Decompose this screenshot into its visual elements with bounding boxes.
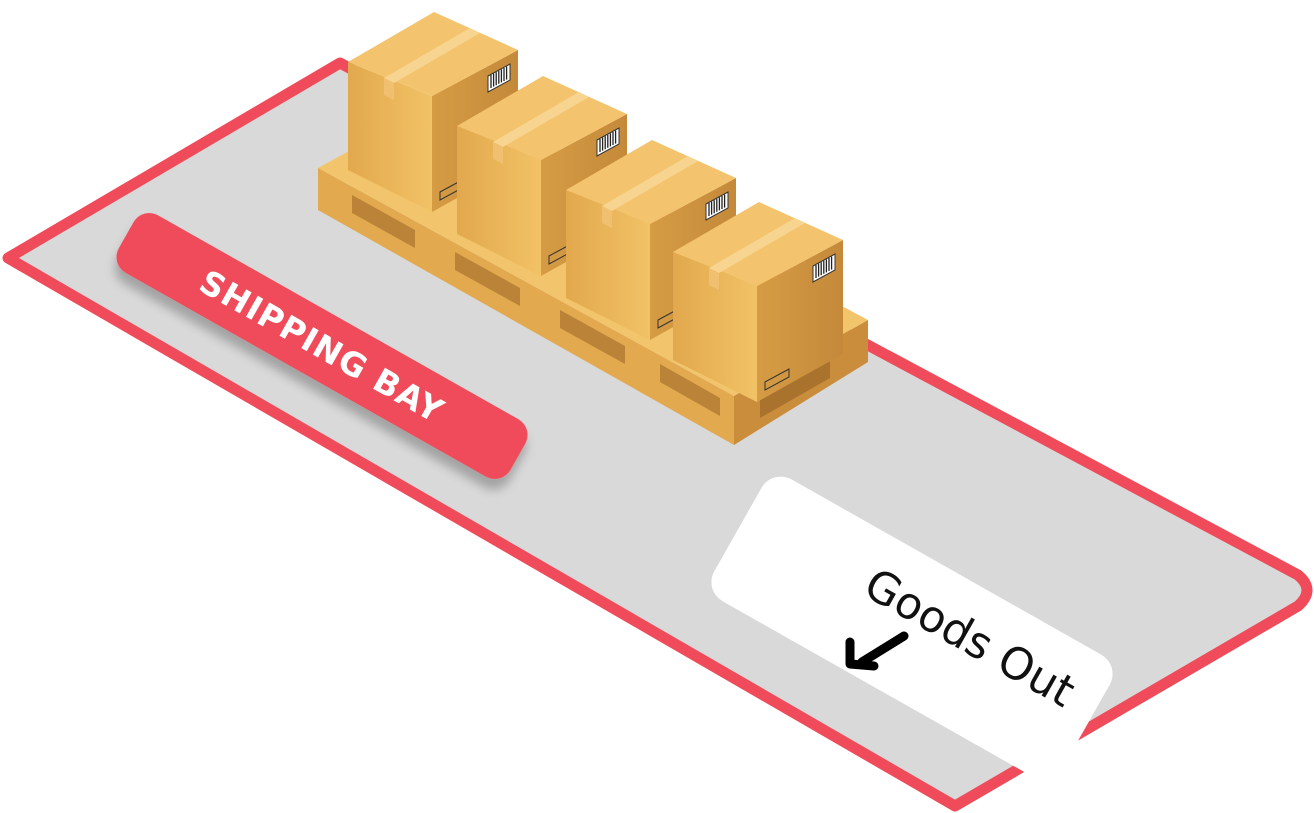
barcode-icon [487,63,511,93]
cardboard-box [673,202,843,402]
barcode-icon [812,253,836,283]
handling-symbols-icon [764,368,790,391]
barcode-icon [596,127,620,157]
arrow-down-left-icon [845,631,909,671]
barcode-icon [705,191,729,221]
box-stack [348,12,843,402]
